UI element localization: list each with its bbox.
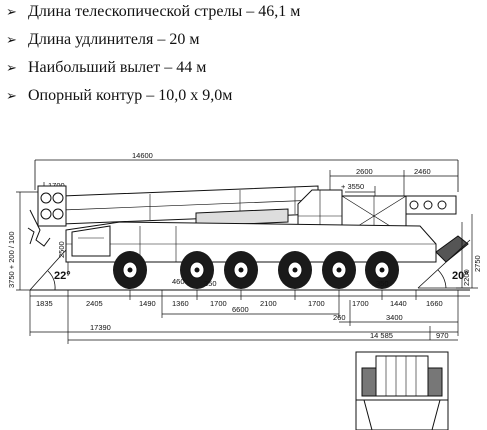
- spec-item-boom-length: ➢ Длина телескопической стрелы – 46,1 м: [6, 1, 300, 23]
- dimension-row-axles: [29, 290, 470, 336]
- dim-17390: 17390: [90, 323, 111, 332]
- spec-item-max-radius: ➢ Наибольший вылет – 44 м: [6, 57, 206, 79]
- dim-axle: 1700: [308, 299, 325, 308]
- dim-260: 260: [333, 313, 346, 322]
- spec-item-outrigger-base: ➢ Опорный контур – 10,0 х 9,0м: [6, 85, 232, 107]
- wheel-icon: [322, 251, 356, 289]
- angle-20: 20°: [452, 270, 469, 282]
- dimension-row-wheelbase: [161, 300, 458, 326]
- dim-2750: 2750: [473, 255, 482, 272]
- axle-spacing-labels: 1835 2405 1490 1360 1700 2100 1700 1700 …: [36, 299, 443, 308]
- telescopic-boom: [61, 185, 319, 227]
- dim-6600: 6600: [232, 305, 249, 314]
- departure-angle-right: [417, 239, 471, 289]
- spec-item-jib-length: ➢ Длина удлинителя – 20 м: [6, 29, 200, 51]
- dim-axle: 1490: [139, 299, 156, 308]
- dim-axle: 1360: [172, 299, 189, 308]
- wheels: [113, 251, 399, 289]
- spec-text: Длина телескопической стрелы – 46,1 м: [28, 3, 301, 20]
- dim-axle: 1440: [390, 299, 407, 308]
- dim-3550: + 3550: [341, 182, 364, 191]
- spec-text: Наибольший вылет – 44 м: [28, 59, 207, 76]
- dim-970: 970: [436, 331, 449, 340]
- wheel-icon: [278, 251, 312, 289]
- dim-3400: 3400: [386, 313, 403, 322]
- wheel-icon: [365, 251, 399, 289]
- dim-axle: 1660: [426, 299, 443, 308]
- dim-left-height: 3750 + 200 / 100: [7, 231, 16, 288]
- spec-text: Опорный контур – 10,0 х 9,0м: [28, 87, 233, 104]
- spec-text: Длина удлинителя – 20 м: [28, 31, 200, 48]
- rear-view-drawing: [355, 351, 449, 430]
- dim-460: 460: [172, 277, 185, 286]
- rear-outrigger-pad: [435, 235, 469, 263]
- dim-axle: 1700: [352, 299, 369, 308]
- wheel-icon: [180, 251, 214, 289]
- angle-22: 22°: [54, 270, 71, 282]
- dim-axle: 1700: [210, 299, 227, 308]
- dim-2460: 2460: [414, 167, 431, 176]
- dim-axle: 1835: [36, 299, 53, 308]
- dim-2500: 2500: [57, 241, 66, 258]
- dim-350-front: 350: [204, 279, 217, 288]
- arrow-bullet-icon: ➢: [6, 32, 17, 48]
- dim-350-rear: 350: [376, 279, 389, 288]
- dim-axle: 2405: [86, 299, 103, 308]
- boom-head-icon: [27, 185, 67, 247]
- arrow-bullet-icon: ➢: [6, 60, 17, 76]
- dim-2600: 2600: [356, 167, 373, 176]
- wheel-icon: [224, 251, 258, 289]
- arrow-bullet-icon: ➢: [6, 4, 17, 20]
- wheel-icon: [113, 251, 147, 289]
- dimension-row-totals: [30, 300, 458, 344]
- arrow-bullet-icon: ➢: [6, 88, 17, 104]
- dim-14600: 14600: [132, 151, 153, 160]
- dim-14585: 14 585: [370, 331, 393, 340]
- dim-2200: 2200: [462, 269, 471, 286]
- dim-axle: 2100: [260, 299, 277, 308]
